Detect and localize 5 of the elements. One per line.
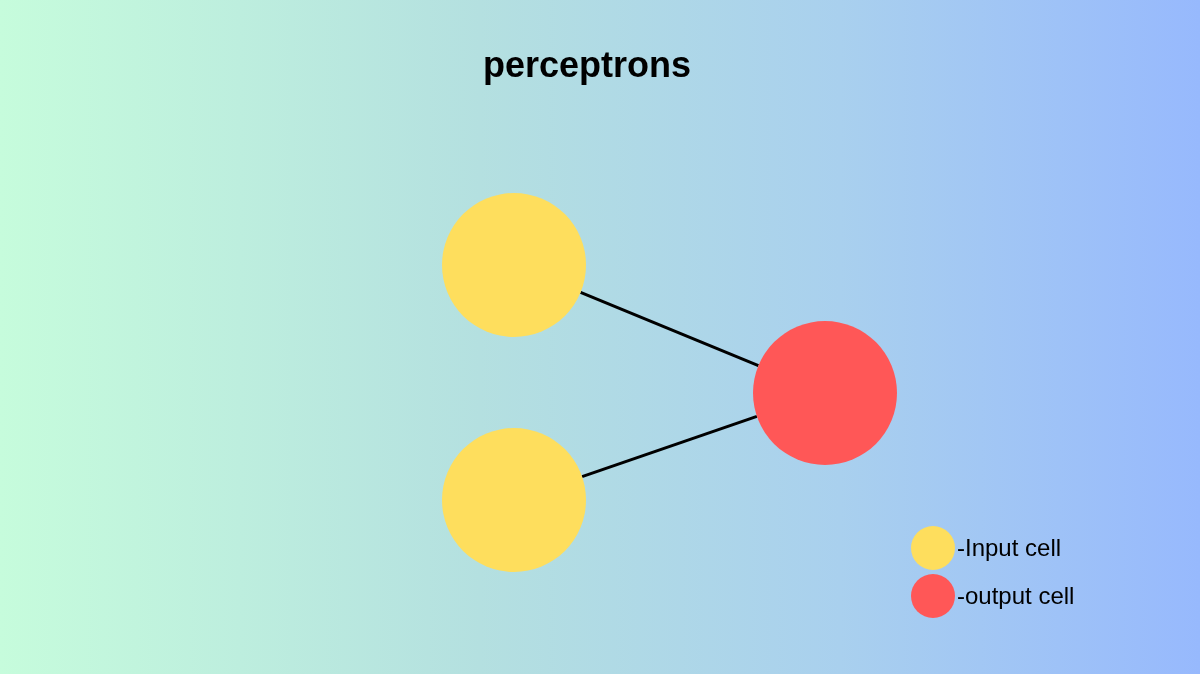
- legend-label: -output cell: [957, 582, 1075, 610]
- title: perceptrons: [481, 44, 693, 86]
- connector-line: [581, 415, 758, 478]
- legend-label: -Input cell: [957, 534, 1062, 562]
- connector-line: [580, 291, 759, 367]
